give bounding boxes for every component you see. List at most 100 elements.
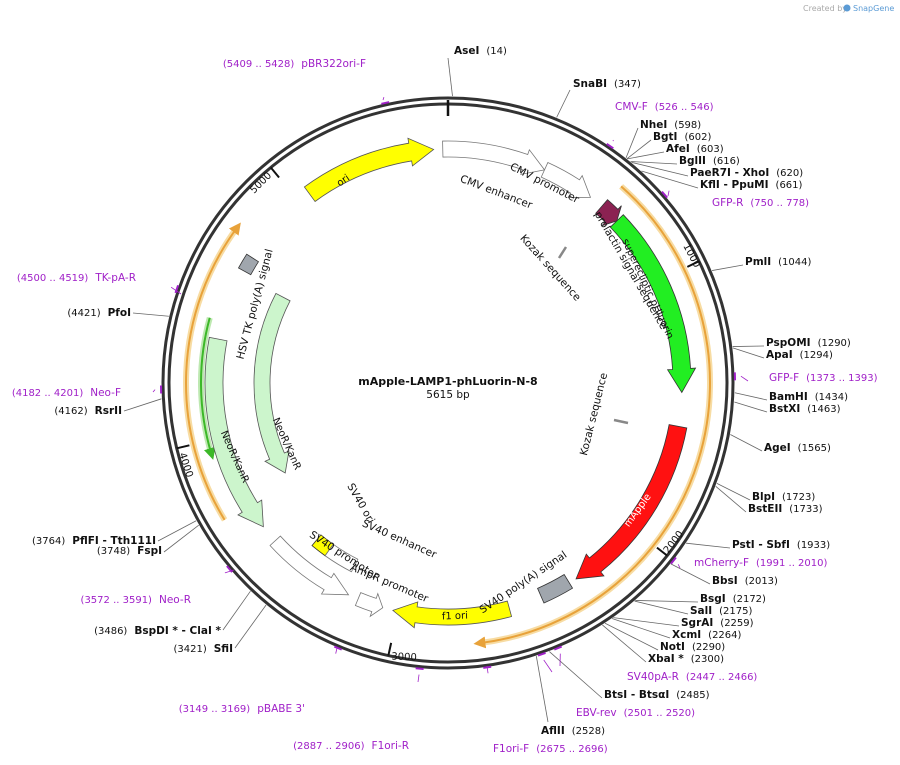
site-label: PstI - SbfI(1933) [732,539,830,551]
leader-line [686,542,731,549]
site-position: (1290) [818,338,851,349]
site-label: SgrAI(2259) [681,617,754,629]
leader-line [715,486,747,513]
site-position: (1565) [798,443,831,454]
leader-line [602,624,647,663]
site-position: (2528) [572,726,605,737]
leader-line [163,524,199,553]
site-label: BglII(616) [679,155,740,167]
primer-label: mCherry-F(1991 .. 2010) [694,557,827,569]
hsv-tk-polya-feature [237,253,260,276]
site-name: PmlI [745,256,771,268]
primer-site-marker [606,143,614,150]
leader-line [417,674,420,683]
site-name: BtsI - BtsαI [604,689,669,701]
primer-label: Neo-F(4182 .. 4201) [12,387,121,399]
site-position: (2175) [719,606,752,617]
site-name: AflII [541,725,565,737]
leader-line [677,564,681,569]
feature-label: Kozak sequence [578,372,610,457]
site-name: RsrII [95,405,122,417]
site-position: (620) [776,168,803,179]
primer-label: GFP-R(750 .. 778) [712,197,809,209]
primer-site-marker [333,645,343,651]
tick-mark [686,260,700,268]
cmv-enhancer-feature [442,140,546,175]
primer-name: Neo-R [159,594,191,606]
primer-label: EBV-rev (2501 .. 2520) [576,707,695,719]
kozak-marker-1 [557,246,568,259]
leader-line [132,312,169,317]
leader-line [627,151,665,160]
primer-position: (526 .. 546) [655,102,714,113]
primer-site-marker [733,372,737,381]
mapple-feature [575,424,688,580]
leader-line [152,389,156,393]
primer-site-marker [553,645,563,651]
f1-ori-feature [392,600,513,629]
primer-name: TK-pA-R [94,272,136,284]
primer-label: TK-pA-R(4500 .. 4519) [17,272,136,284]
feature-label: SV40 enhancer [360,518,439,562]
site-label: BstXI(1463) [769,403,841,415]
credit-prefix: Created by [803,4,847,13]
leader-line [224,569,235,574]
primer-label: CMV-F(526 .. 546) [615,101,714,113]
site-name: BstEII [748,503,782,515]
site-name: BstXI [769,403,800,415]
site-position: (2290) [692,642,725,653]
site-position: (598) [674,120,701,131]
primer-site-marker [661,190,668,199]
site-position: (2013) [745,576,778,587]
leader-line [667,190,670,197]
primer-position: (3572 .. 3591) [81,595,153,606]
primer-label: SV40pA-R(2447 .. 2466) [627,671,757,683]
site-name: BbsI [712,575,738,587]
site-name: NheI [640,119,667,131]
site-position: (1723) [782,492,815,503]
site-label: BtsI - BtsαI(2485) [604,689,710,701]
site-name: XcmI [672,629,701,641]
leader-line [734,401,768,413]
site-position: (3486) [94,626,127,637]
site-position: (2172) [733,594,766,605]
site-name: BlpI [752,491,775,503]
orf-arc-green [200,317,216,460]
primer-name: EBV-rev [576,707,617,719]
site-name: PfoI [108,307,131,319]
primer-name: pBABE 3' [257,703,305,715]
primer-position: (4182 .. 4201) [12,388,84,399]
primer-position: (2887 .. 2906) [293,741,365,752]
leader-line [123,398,162,412]
plasmid-size: 5615 bp [426,389,470,401]
neor-kanr-inner-feature [253,292,291,474]
site-label: SalI(2175) [690,605,753,617]
site-label: AfeI(603) [666,143,724,155]
site-labels: AseI(14)SnaBI(347)NheI(598)BgtI(602)AfeI… [12,45,878,755]
kozak-marker-2 [613,418,629,425]
site-position: (14) [486,46,507,57]
site-name: KflI - PpuMI [700,179,769,191]
leader-line [641,170,699,189]
primer-position: (5409 .. 5428) [223,59,295,70]
leader-line [535,656,549,723]
site-position: (1294) [800,350,833,361]
primer-position: (2501 .. 2520) [624,708,696,719]
site-name: PflFI - Tth111I [72,535,156,547]
leader-line [234,604,267,649]
tick-mark [176,444,190,450]
ampr-promoter-feature [354,592,384,618]
feature-label: SV40 ori [344,481,377,525]
site-name: ApaI [766,349,793,361]
site-name: PstI - SbfI [732,539,790,551]
site-position: (1733) [789,504,822,515]
primer-site-marker [159,385,163,394]
orf-arc-left [185,222,241,521]
leader-line [447,57,453,97]
site-name: BgtI [653,131,677,143]
site-name: XbaI * [648,653,684,665]
primer-label: pBR322ori-F(5409 .. 5428) [223,58,366,70]
leader-line [486,665,489,674]
sv40-ori-feature [311,534,334,557]
